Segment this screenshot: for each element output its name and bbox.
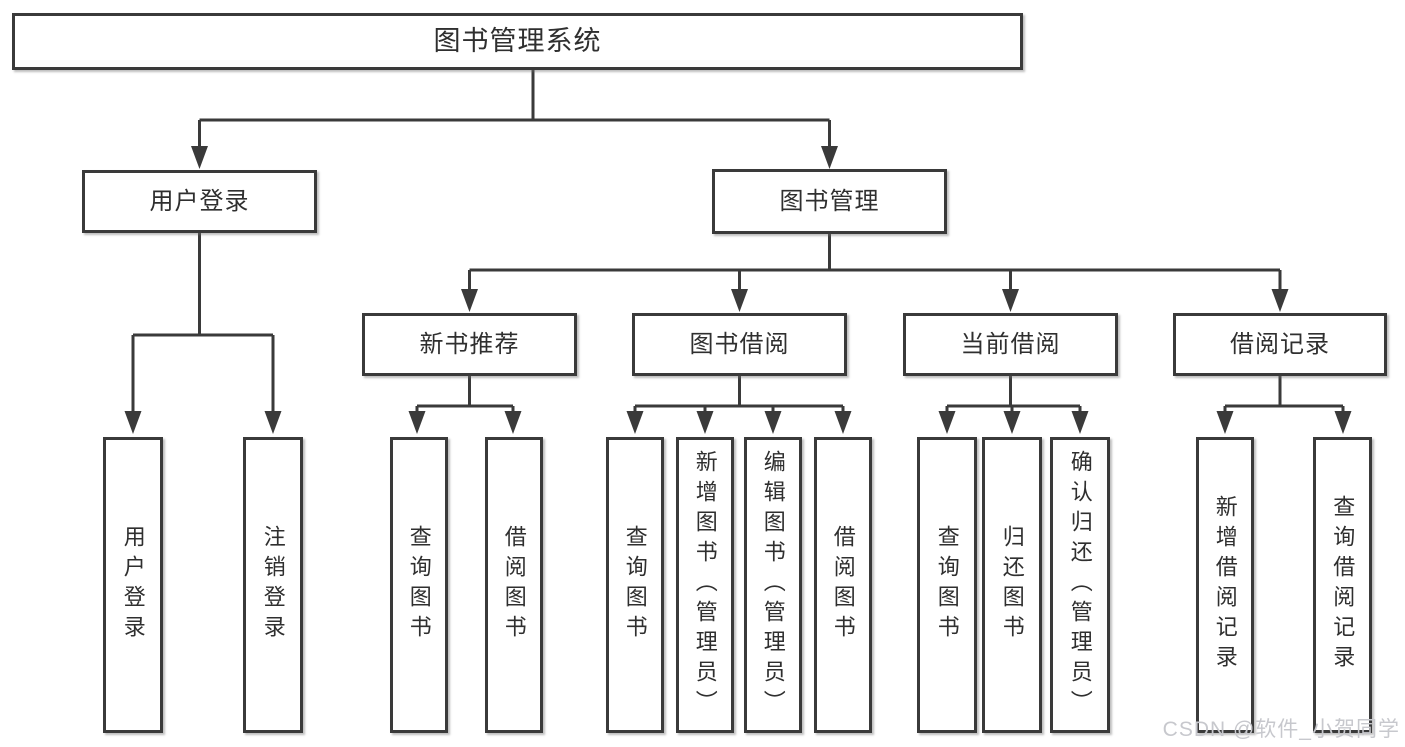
- arrowheads: [124, 146, 1352, 434]
- node-current-borrowing: 当前借阅: [903, 313, 1118, 376]
- leaf-borrow-books-recommendation: 借阅图书: [485, 437, 543, 733]
- node-user-login: 用户登录: [82, 170, 317, 233]
- leaf-borrow-books-borrowing: 借阅图书: [814, 437, 872, 733]
- leaf-query-books-borrowing: 查询图书: [606, 437, 664, 733]
- node-root-library-system: 图书管理系统: [12, 13, 1023, 70]
- node-book-borrowing: 图书借阅: [632, 313, 847, 376]
- leaf-query-books-current: 查询图书: [917, 437, 977, 733]
- node-book-management: 图书管理: [712, 169, 947, 234]
- leaf-confirm-return-admin: 确认归还（管理员）: [1050, 437, 1110, 733]
- leaf-logout: 注销登录: [243, 437, 303, 733]
- leaf-user-login: 用户登录: [103, 437, 163, 733]
- leaf-return-books: 归还图书: [982, 437, 1042, 733]
- leaf-edit-books-admin: 编辑图书（管理员）: [744, 437, 802, 733]
- csdn-watermark: CSDN @软件_小贺同学: [1162, 718, 1400, 741]
- leaf-query-borrow-record: 查询借阅记录: [1313, 437, 1372, 733]
- leaf-add-borrow-record: 新增借阅记录: [1196, 437, 1254, 733]
- leaf-add-books-admin: 新增图书（管理员）: [676, 437, 734, 733]
- node-new-book-recommendation: 新书推荐: [362, 313, 577, 376]
- node-borrowing-records: 借阅记录: [1173, 313, 1387, 376]
- leaf-query-books-recommendation: 查询图书: [390, 437, 448, 733]
